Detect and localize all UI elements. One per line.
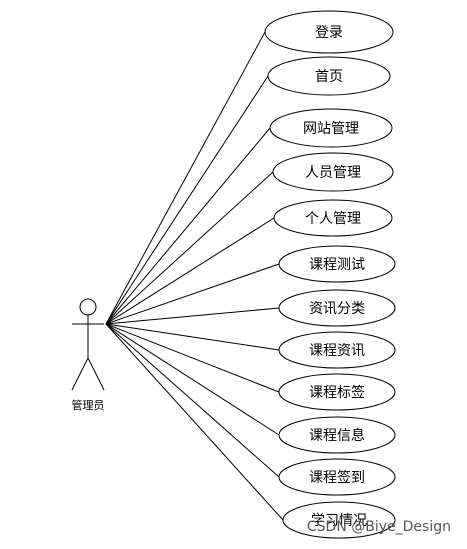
- association-line: [105, 127, 271, 325]
- use-case-ellipse: [278, 289, 396, 327]
- association-line: [105, 323, 280, 478]
- actor-left-leg: [71, 357, 89, 391]
- association-line: [105, 323, 280, 351]
- use-case-ellipse: [278, 416, 396, 454]
- use-case-ellipse: [272, 152, 394, 192]
- use-case-ellipse: [267, 56, 391, 96]
- association-line: [105, 323, 284, 521]
- use-case-label: 首页: [315, 69, 343, 85]
- association-lines: [105, 31, 284, 521]
- actor-head: [79, 298, 97, 316]
- watermark: CSDN @Biye_Design: [307, 519, 451, 535]
- use-case-label: 课程标签: [309, 384, 365, 401]
- association-line: [105, 323, 280, 436]
- use-case-label: 人员管理: [305, 165, 361, 181]
- association-line: [105, 75, 269, 325]
- actor-figure: 管理员: [71, 298, 105, 412]
- use-case-list: 登录首页网站管理人员管理个人管理课程测试资讯分类课程资讯课程标签课程信息课程签到…: [264, 10, 396, 539]
- actor-right-leg: [87, 357, 105, 391]
- use-case-ellipse: [278, 458, 396, 496]
- use-case-label: 学习情况: [311, 513, 367, 529]
- use-case-ellipse: [278, 245, 396, 283]
- use-case-ellipse: [273, 199, 393, 237]
- association-line: [105, 171, 274, 325]
- use-case-label: 网站管理: [303, 121, 359, 137]
- use-case-ellipse: [282, 501, 396, 539]
- use-case-ellipse: [278, 373, 396, 411]
- actor-label: 管理员: [72, 398, 105, 412]
- association-line: [105, 307, 280, 325]
- use-case-label: 资讯分类: [309, 301, 365, 317]
- association-line: [105, 31, 266, 325]
- use-case-label: 登录: [315, 25, 343, 41]
- use-case-ellipse: [278, 331, 396, 369]
- association-line: [105, 323, 280, 393]
- use-case-label: 课程签到: [309, 469, 365, 486]
- association-line: [105, 263, 280, 325]
- use-case-ellipse: [264, 10, 394, 54]
- use-case-label: 课程资讯: [309, 343, 365, 359]
- use-case-label: 课程信息: [309, 427, 365, 444]
- use-case-label: 课程测试: [309, 257, 365, 273]
- association-line: [105, 217, 275, 325]
- use-case-ellipse: [269, 108, 393, 148]
- use-case-label: 个人管理: [305, 211, 361, 227]
